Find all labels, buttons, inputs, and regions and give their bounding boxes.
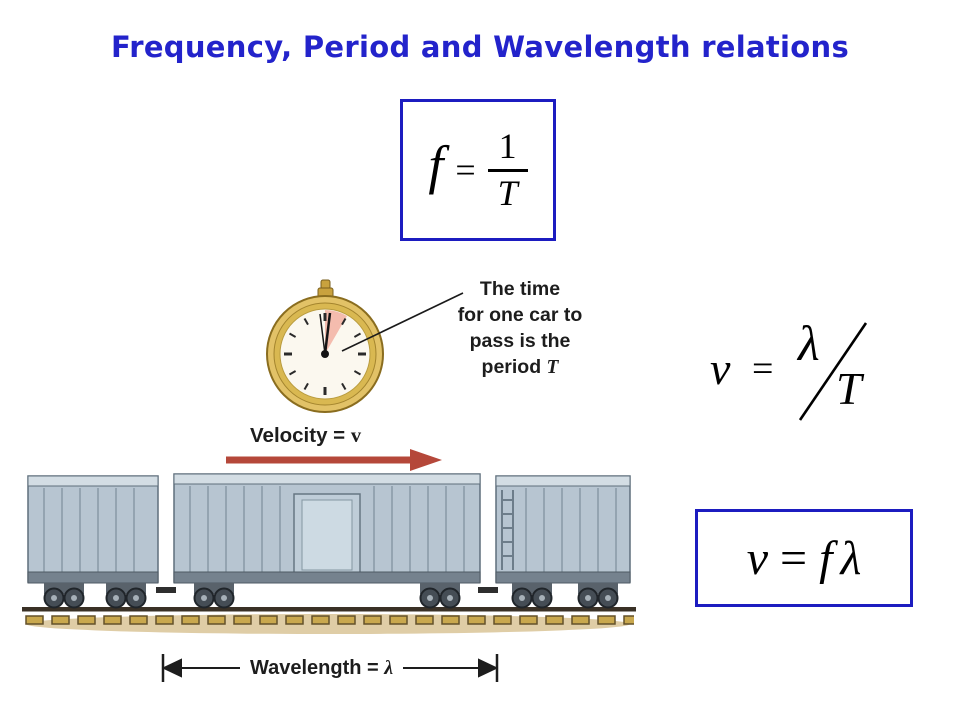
formula-freq-lhs: f [428, 135, 444, 195]
page-title: Frequency, Period and Wavelength relatio… [110, 30, 850, 64]
velocity-symbol: v [350, 425, 362, 447]
ladder [501, 490, 514, 570]
caption-leader-line [341, 292, 464, 352]
formula-freq-denominator: T [497, 172, 518, 213]
stopwatch-caption: The time for one car to pass is the peri… [424, 276, 616, 381]
formula-vfl-equals: = [780, 531, 808, 585]
train-car-left [27, 475, 159, 609]
caption-period-text: period [481, 356, 547, 378]
caption-line-2: for one car to [457, 304, 583, 326]
stopwatch-ticks [284, 313, 366, 395]
formula-freq-numerator: 1 [498, 125, 517, 166]
period-symbol: T [546, 357, 559, 378]
velocity-arrow [226, 449, 442, 471]
formula-vlt-equals: = [752, 348, 774, 390]
wavelength-symbol: λ [384, 657, 394, 679]
coupler [156, 587, 176, 593]
caption-line-4: period T [424, 354, 616, 381]
stopwatch-center-pin [321, 350, 329, 358]
formula-vfl-lambda: λ [840, 531, 862, 585]
formula-vlt-lhs: v [710, 343, 731, 394]
formula-freq-equals: = [455, 150, 476, 190]
caption-line-1: The time [479, 278, 561, 300]
train-illustration [22, 473, 636, 634]
stopwatch-elapsed-wedge [325, 310, 347, 354]
coupler [478, 587, 498, 593]
fraction-slash [798, 322, 868, 421]
formula-vlt-denominator: T [836, 363, 862, 414]
velocity-label-text: Velocity = [250, 424, 351, 447]
track-ties [24, 614, 634, 626]
formula-vlt-numerator: λ [798, 315, 820, 371]
stopwatch-illustration [266, 279, 384, 413]
fraction-bar [487, 168, 528, 172]
wavelength-label: Wavelength = λ [240, 656, 404, 680]
formula-freq-fraction: 1 T [487, 125, 528, 213]
train-car-middle [173, 473, 481, 609]
caption-line-3: pass is the [469, 330, 571, 352]
rail [22, 607, 636, 612]
formula-box-frequency: f = 1 T [400, 99, 556, 241]
velocity-label: Velocity = v [250, 424, 361, 448]
train-car-right [495, 475, 631, 609]
formula-speed-period: v = λ T [702, 318, 902, 428]
formula-box-wave-speed: v = f λ [695, 509, 913, 607]
stopwatch-hands [319, 312, 332, 355]
wavelength-label-text: Wavelength = [250, 657, 385, 679]
formula-vfl-lhs: v [746, 531, 769, 585]
formula-vfl-f: f [819, 531, 833, 585]
